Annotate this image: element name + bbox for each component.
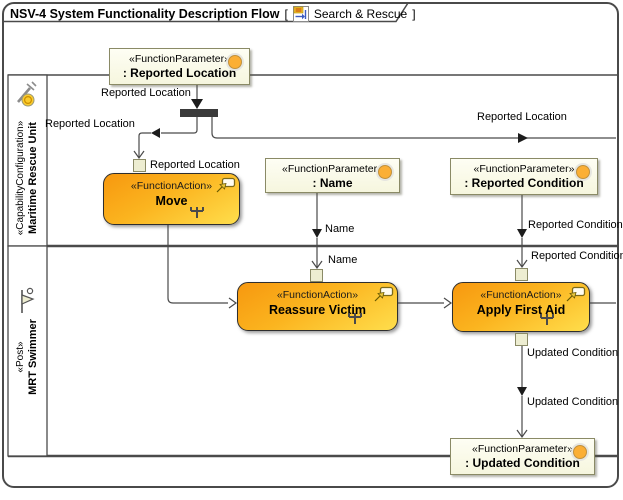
flow-label: Reported Location [101, 87, 191, 99]
parameter-updated-condition[interactable]: «FunctionParameter» : Updated Condition [450, 438, 595, 475]
flow-label: Reported Location [45, 118, 135, 130]
behavior-icon [216, 177, 236, 193]
parameter-name: : Updated Condition [465, 456, 580, 470]
parameter-stereotype: «FunctionParameter» [282, 163, 383, 175]
lane-name: MRT Swimmer [26, 319, 39, 395]
rake-icon [190, 207, 204, 218]
output-pin-apply-first-aid[interactable] [515, 333, 528, 346]
post-flag-icon [21, 287, 35, 313]
action-apply-first-aid[interactable]: «FunctionAction» Apply First Aid [452, 282, 590, 332]
flow-label: Reported Condition [531, 250, 623, 262]
parameter-coin-icon [576, 165, 590, 179]
parameter-coin-icon [228, 55, 242, 69]
rake-icon [540, 314, 554, 325]
lane-stereotype: «CapabilityConfiguration» [14, 120, 26, 236]
flow-reported-location-into-fork[interactable] [191, 85, 203, 109]
parameter-coin-icon [378, 165, 392, 179]
flow-label: Reported Location [150, 159, 240, 171]
context-bracket-close: ] [412, 7, 416, 21]
diagram-context: Search & Rescue [313, 7, 408, 21]
fork-node[interactable] [180, 109, 218, 117]
flow-reassure-to-apply[interactable] [398, 297, 453, 309]
lane-header-maritime-rescue-unit[interactable]: «CapabilityConfiguration» Maritime Rescu… [10, 98, 44, 258]
flow-label: Reported Location [477, 111, 567, 123]
flow-reported-condition-to-apply-pin[interactable] [516, 195, 528, 269]
behavior-icon [566, 286, 586, 302]
flow-fork-to-right-edge[interactable] [211, 117, 616, 143]
action-name: Move [155, 194, 188, 208]
rake-icon [348, 313, 362, 324]
flow-label: Reported Condition [528, 219, 623, 231]
action-stereotype: «FunctionAction» [276, 289, 359, 301]
lane-stereotype: «Post» [14, 341, 26, 373]
behavior-icon [374, 286, 394, 302]
diagram-title-tab[interactable]: NSV-4 System Functionality Description F… [10, 5, 416, 23]
action-stereotype: «FunctionAction» [480, 289, 562, 301]
action-name: Reassure Victim [268, 303, 367, 317]
parameter-name-node[interactable]: «FunctionParameter» : Name [265, 158, 400, 193]
flow-apply-to-updated-condition[interactable] [516, 346, 528, 439]
input-pin-move[interactable] [133, 159, 146, 172]
action-name: Apply First Aid [476, 303, 566, 317]
lane-header-cell-mrt-swimmer[interactable] [7, 245, 48, 457]
flow-fork-to-move-pin[interactable] [133, 117, 198, 160]
wrench-coin-icon [17, 81, 37, 107]
parameter-stereotype: «FunctionParameter» [129, 53, 230, 65]
parameter-name: : Reported Location [122, 66, 237, 80]
flow-move-to-reassure[interactable] [167, 225, 238, 309]
parameter-reported-location[interactable]: «FunctionParameter» : Reported Location [109, 48, 250, 85]
context-bracket-open: [ [284, 7, 288, 21]
parameter-coin-icon [573, 445, 587, 459]
parameter-stereotype: «FunctionParameter» [473, 163, 575, 175]
action-stereotype: «FunctionAction» [130, 180, 213, 192]
input-pin-reassure-victim[interactable] [310, 269, 323, 282]
title-tab-border [3, 2, 409, 23]
lane-name: Maritime Rescue Unit [26, 122, 39, 234]
diagram-title: NSV-4 System Functionality Description F… [10, 7, 280, 21]
parameter-name: : Reported Condition [464, 176, 584, 190]
flow-label: Updated Condition [527, 347, 619, 359]
input-pin-apply-first-aid[interactable] [515, 268, 528, 281]
parameter-name: : Name [312, 176, 353, 190]
flow-label: Updated Condition [527, 396, 619, 408]
nsv-diagram-icon [292, 6, 309, 22]
flow-label: Name [328, 254, 358, 266]
parameter-stereotype: «FunctionParameter» [472, 443, 573, 455]
lane-header-mrt-swimmer[interactable]: «Post» MRT Swimmer [10, 292, 44, 422]
action-move[interactable]: «FunctionAction» Move [103, 173, 240, 225]
flow-label: Name [325, 223, 355, 235]
action-reassure-victim[interactable]: «FunctionAction» Reassure Victim [237, 282, 398, 331]
parameter-reported-condition[interactable]: «FunctionParameter» : Reported Condition [450, 158, 598, 195]
flow-name-to-reassure-pin[interactable] [311, 193, 323, 270]
